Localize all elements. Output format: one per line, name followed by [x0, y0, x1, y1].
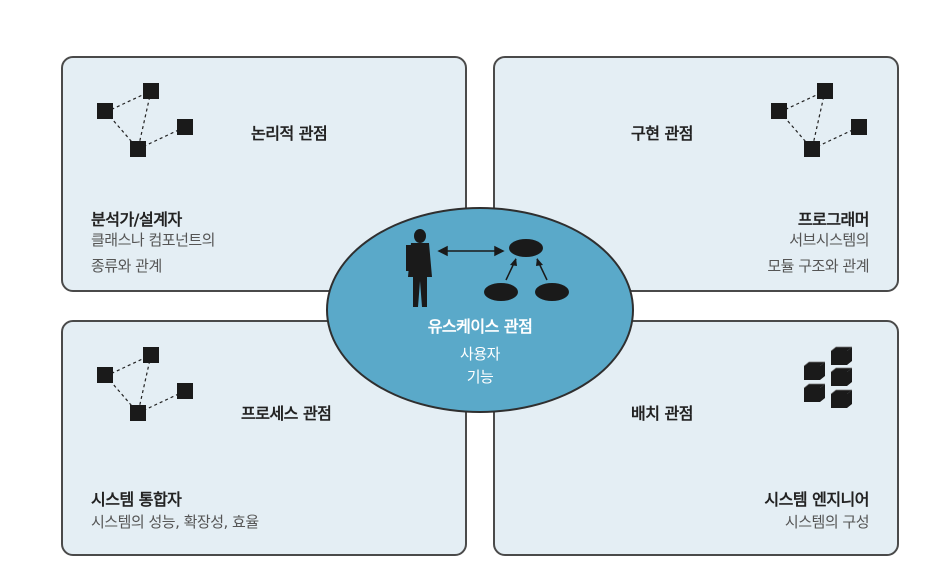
usecase-view-ellipse [326, 207, 634, 413]
implementation-view-title: 구현 관점 [631, 124, 693, 143]
node-graph-icon [771, 83, 867, 157]
process-view-role: 시스템 통합자 [91, 490, 182, 509]
actor-icon [406, 229, 432, 307]
logical-view-role: 분석가/설계자 [91, 210, 182, 229]
deployment-view-title: 배치 관점 [631, 404, 693, 423]
logical-view-panel: 논리적 관점 분석가/설계자 클래스나 컴포넌트의 종류와 관계 [61, 56, 467, 292]
usecase-view-line1: 사용자 [460, 345, 500, 363]
usecase-view-title: 유스케이스 관점 [427, 317, 533, 336]
association-arrow-icon [437, 245, 505, 257]
cube-cluster-icon [803, 346, 852, 408]
implementation-view-desc-line2: 모듈 구조와 관계 [767, 257, 869, 275]
usecase-illustration [406, 229, 569, 307]
process-view-title: 프로세스 관점 [241, 404, 332, 423]
implementation-view-desc-line1: 서브시스템의 [789, 231, 869, 249]
implementation-view-role: 프로그래머 [797, 210, 870, 229]
usecase-view-line2: 기능 [466, 368, 494, 386]
logical-view-desc-line1: 클래스나 컴포넌트의 [91, 231, 215, 249]
usecase-nodes-icon [484, 239, 569, 301]
node-graph-icon [97, 83, 193, 157]
deployment-view-desc-line1: 시스템의 구성 [784, 513, 870, 531]
node-graph-icon [97, 347, 193, 421]
deployment-view-role: 시스템 엔지니어 [764, 490, 869, 509]
logical-view-title: 논리적 관점 [251, 124, 328, 143]
process-view-desc-line1: 시스템의 성능, 확장성, 효율 [91, 513, 259, 531]
logical-view-desc-line2: 종류와 관계 [91, 257, 162, 275]
